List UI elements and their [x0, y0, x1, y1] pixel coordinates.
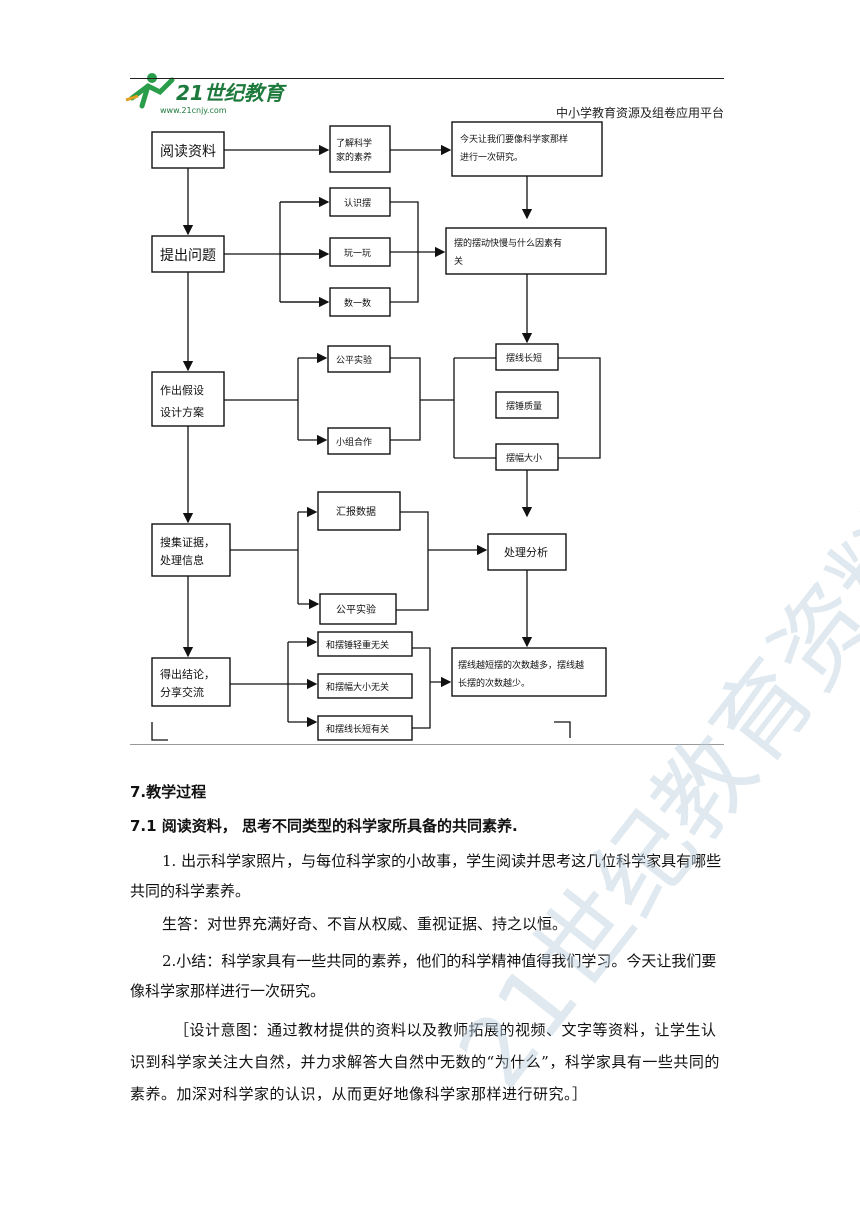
flowchart: 阅读资料 提出问题 作出假设 设计方案 搜集证据， 处理信息 得出结论， 分享交…	[151, 121, 607, 741]
data-box-1	[317, 491, 401, 531]
step-read: 阅读资料	[160, 143, 216, 160]
logo-url: www.21cnjy.com	[160, 106, 227, 115]
mid-scientist-2: 家的素养	[336, 151, 372, 163]
subsection-title: 7.1 阅读资料， 思考不同类型的科学家所具备的共同素养.	[130, 817, 518, 835]
result-box	[451, 647, 607, 697]
step-design: 设计方案	[160, 405, 204, 419]
right-question-2: 关	[454, 255, 463, 267]
step-evidence: 搜集证据，	[160, 535, 215, 549]
right-question-box	[445, 227, 607, 275]
conclusion-item-1: 和摆锤轻重无关	[326, 639, 389, 651]
paragraph-3: 2.小结：科学家具有一些共同的素养，他们的科学精神值得我们学习。今天让我们要像科…	[130, 952, 717, 1000]
right-research-box	[451, 121, 603, 177]
right-question-1: 摆的摆动快慢与什么因素有	[454, 237, 562, 249]
plan-box-2	[327, 427, 391, 455]
analysis-label: 处理分析	[504, 545, 548, 559]
logo: 21世纪教育 www.21cnjy.com	[125, 73, 287, 115]
step-conclusion-box	[151, 657, 231, 707]
var-item-3: 摆幅大小	[506, 452, 542, 464]
q-box-1	[329, 187, 391, 217]
q-box-2	[329, 237, 391, 267]
step-evidence-box	[151, 523, 231, 577]
plan-box-1	[327, 345, 391, 373]
result-1: 摆线越短摆的次数越多，摆线越	[458, 659, 584, 671]
q-item-1: 认识摆	[344, 197, 371, 209]
step-hypothesis-box	[151, 371, 225, 427]
data-item-1: 汇报数据	[336, 505, 376, 518]
runner-icon	[125, 73, 175, 109]
right-research-2: 进行一次研究。	[460, 151, 523, 163]
conclusion-item-3: 和摆线长短有关	[326, 723, 389, 735]
data-box-2	[319, 593, 397, 625]
q-item-2: 玩一玩	[344, 248, 371, 259]
header-rule	[130, 78, 724, 79]
q-item-3: 数一数	[344, 297, 371, 309]
step-question: 提出问题	[160, 248, 216, 264]
plan-item-1: 公平实验	[336, 354, 372, 366]
var-box-1	[495, 343, 559, 371]
step-question-box	[151, 235, 225, 273]
var-box-2	[495, 391, 559, 419]
conclusion-box-2	[317, 673, 413, 699]
right-research-1: 今天让我们要像科学家那样	[460, 133, 568, 145]
step-process: 处理信息	[160, 553, 204, 567]
section-title: 7.教学过程	[130, 783, 207, 801]
plan-item-2: 小组合作	[336, 436, 372, 448]
data-item-2: 公平实验	[336, 603, 376, 616]
step-hypothesis: 作出假设	[160, 383, 204, 397]
platform-caption: 中小学教育资源及组卷应用平台	[555, 106, 724, 120]
step-conclusion: 得出结论，	[160, 667, 215, 681]
mid-scientist-box	[329, 125, 391, 173]
var-item-1: 摆线长短	[506, 352, 542, 364]
conclusion-box-1	[317, 631, 413, 657]
var-item-2: 摆锤质量	[506, 400, 542, 412]
conclusion-item-2: 和摆幅大小无关	[326, 681, 389, 693]
mid-scientist-1: 了解科学	[336, 137, 372, 149]
result-2: 长摆的次数越少。	[458, 677, 530, 689]
analysis-box	[487, 533, 567, 571]
section-divider	[130, 744, 724, 745]
var-box-3	[495, 443, 559, 471]
design-intent: ［设计意图：通过教材提供的资料以及教师拓展的视频、文字等资料，让学生认识到科学家…	[130, 1021, 720, 1103]
paragraph-2: 生答：对世界充满好奇、不盲从权威、重视证据、持之以恒。	[162, 915, 568, 933]
conclusion-box-3	[317, 715, 413, 741]
step-share: 分享交流	[160, 685, 204, 699]
logo-text: 21世纪教育	[176, 81, 287, 105]
paragraph-1: 1. 出示科学家照片，与每位科学家的小故事，学生阅读并思考这几位科学家具有哪些共…	[130, 852, 722, 900]
